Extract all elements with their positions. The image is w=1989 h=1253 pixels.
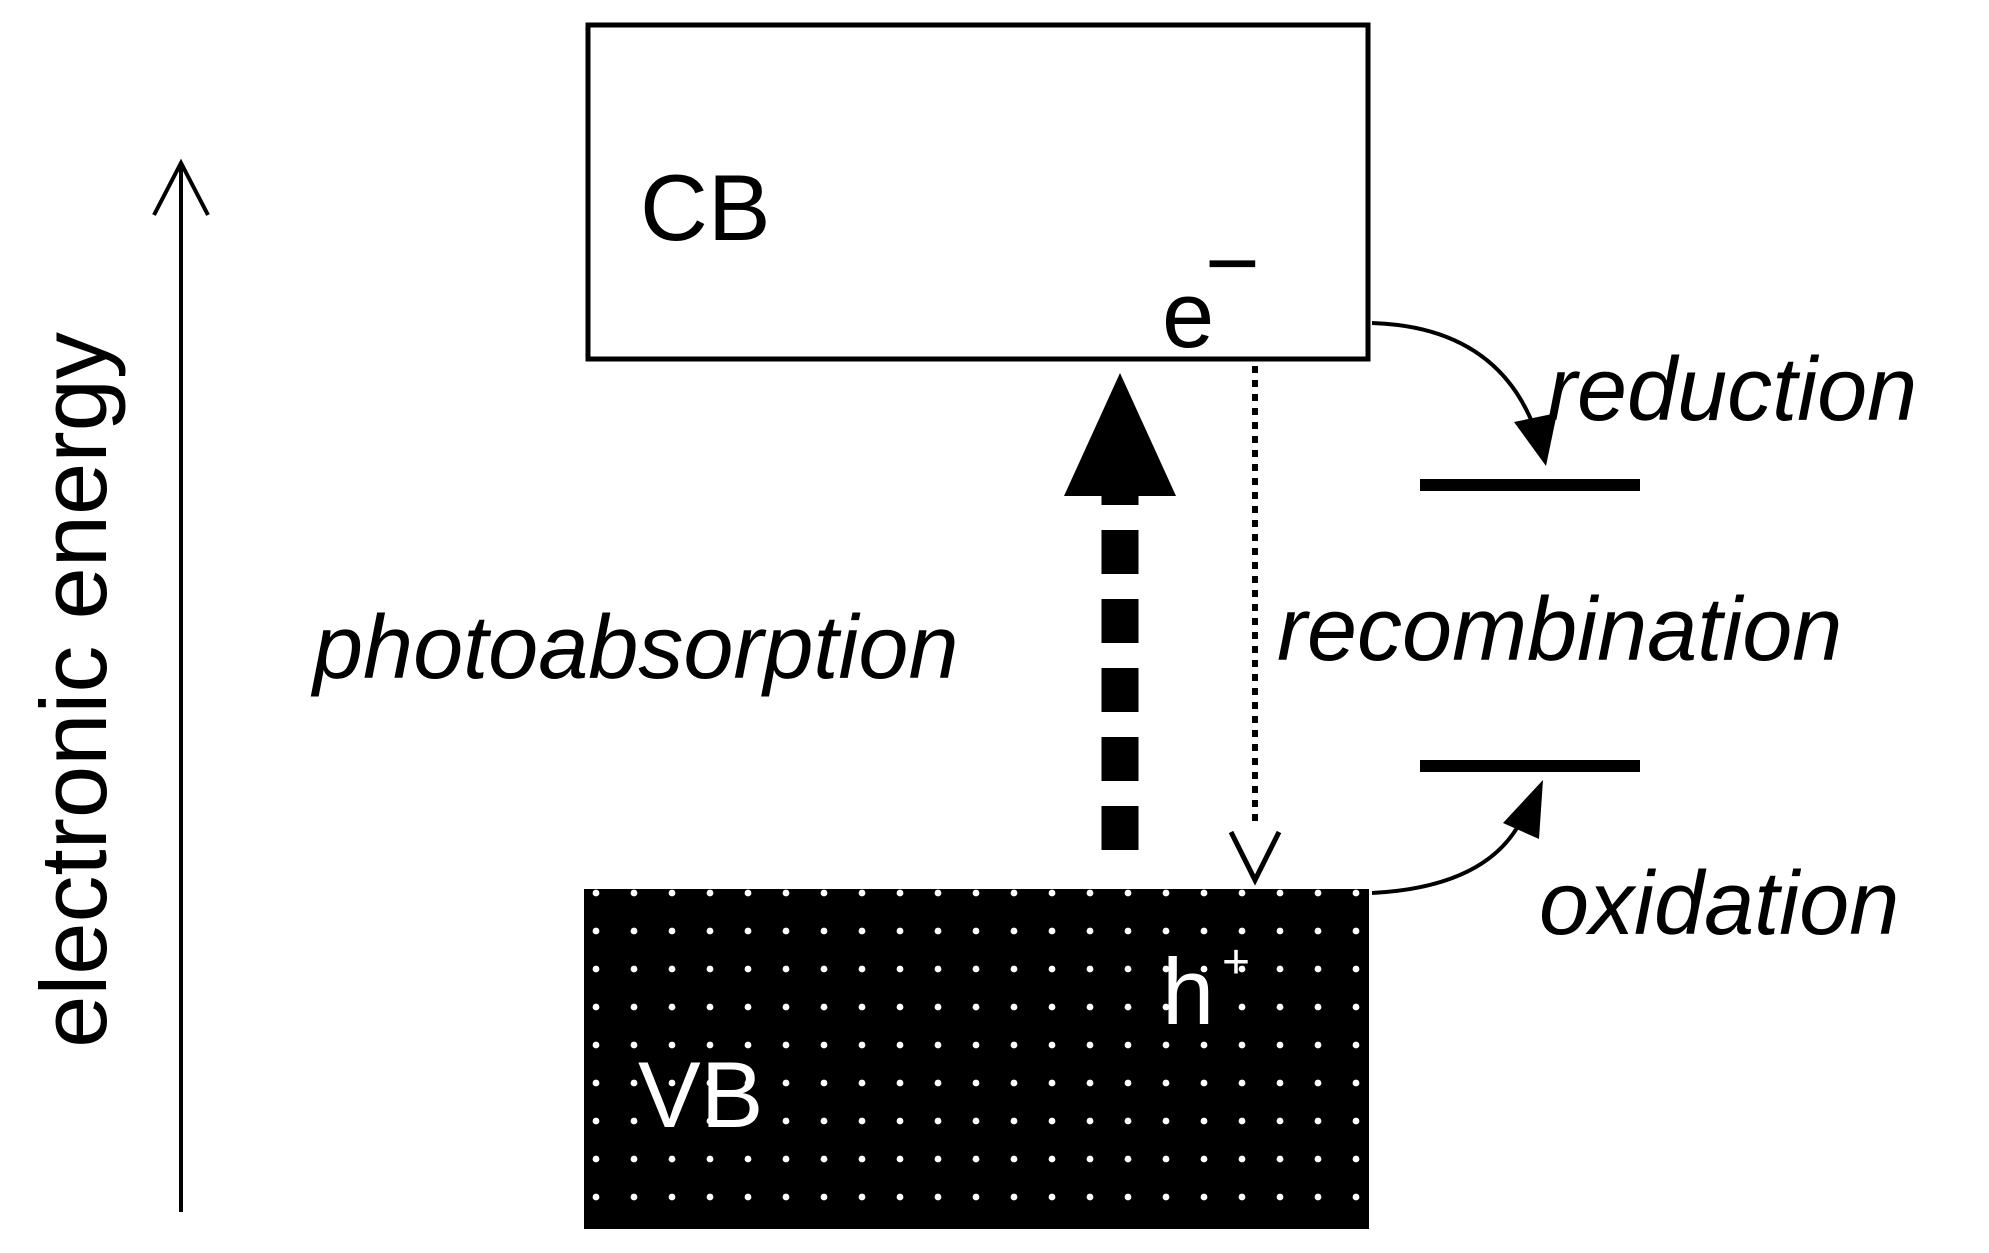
electron-label: e − — [1162, 210, 1260, 367]
photoabsorption-arrowhead-icon — [1064, 373, 1176, 496]
recombination-arrowhead-icon — [1228, 830, 1282, 886]
energy-axis-label: electronic energy — [21, 332, 126, 1048]
photoabsorption-arrow: photoabsorption — [310, 373, 1176, 850]
valence-band: VB h + — [584, 889, 1369, 1229]
energy-axis: electronic energy — [21, 158, 210, 1212]
conduction-band-label: CB — [640, 155, 771, 260]
conduction-band-box — [585, 22, 1371, 362]
oxidation-arrowhead-icon — [1503, 780, 1543, 839]
hole-charge: + — [1222, 936, 1250, 989]
oxidation-arrow-curve — [1371, 818, 1524, 895]
photoabsorption-label: photoabsorption — [310, 598, 959, 698]
energy-axis-arrowhead-icon — [152, 158, 210, 216]
electron-symbol: e — [1162, 262, 1214, 367]
reduction-arrow-curve — [1371, 321, 1539, 436]
conduction-band: CB e − — [585, 22, 1371, 367]
reduction-arrowhead-icon — [1514, 413, 1557, 466]
reduction-label: reduction — [1547, 340, 1917, 440]
recombination-arrow: recombination — [1228, 366, 1842, 886]
hole-label: h + — [1162, 936, 1250, 1044]
electron-charge: − — [1205, 210, 1260, 315]
valence-band-dots — [584, 889, 1369, 1229]
reduction-arrow: reduction — [1371, 321, 1917, 466]
recombination-label: recombination — [1277, 580, 1842, 680]
oxidation-arrow: oxidation — [1371, 780, 1899, 954]
valence-band-label: VB — [638, 1042, 763, 1147]
hole-symbol: h — [1162, 939, 1214, 1044]
oxidation-label: oxidation — [1539, 854, 1899, 954]
